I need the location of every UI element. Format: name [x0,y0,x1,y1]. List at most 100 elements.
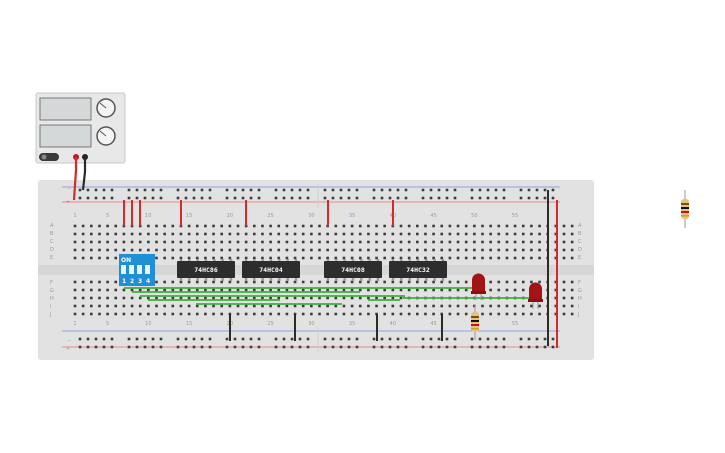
breadboard-hole[interactable] [293,224,297,228]
breadboard-hole[interactable] [355,337,359,341]
breadboard-hole[interactable] [570,224,574,228]
breadboard-hole[interactable] [249,337,253,341]
breadboard-hole[interactable] [535,345,539,349]
breadboard-hole[interactable] [448,248,452,252]
breadboard-hole[interactable] [554,296,558,300]
breadboard-hole[interactable] [195,256,199,260]
breadboard-hole[interactable] [110,337,114,341]
breadboard-hole[interactable] [367,296,370,300]
breadboard-hole[interactable] [176,345,180,349]
breadboard-hole[interactable] [470,188,474,192]
breadboard-hole[interactable] [497,240,501,244]
breadboard-hole[interactable] [350,256,354,260]
breadboard-hole[interactable] [407,304,411,308]
breadboard-hole[interactable] [448,280,452,284]
breadboard-hole[interactable] [86,345,90,349]
breadboard-hole[interactable] [440,288,444,292]
breadboard-hole[interactable] [282,345,286,349]
breadboard-hole[interactable] [73,304,77,308]
breadboard-hole[interactable] [244,312,248,316]
breadboard-hole[interactable] [306,188,310,192]
breadboard-hole[interactable] [171,304,175,308]
breadboard-hole[interactable] [399,240,403,244]
breadboard-hole[interactable] [421,188,425,192]
breadboard-hole[interactable] [90,240,93,244]
breadboard-hole[interactable] [339,345,343,349]
breadboard-hole[interactable] [494,337,498,341]
breadboard-hole[interactable] [404,196,408,200]
breadboard-hole[interactable] [261,240,264,244]
breadboard-hole[interactable] [432,256,435,260]
breadboard-hole[interactable] [481,312,484,316]
breadboard-hole[interactable] [318,240,321,244]
breadboard-hole[interactable] [318,312,321,316]
breadboard-hole[interactable] [407,312,411,316]
breadboard-hole[interactable] [404,345,408,349]
breadboard-hole[interactable] [486,188,490,192]
breadboard-hole[interactable] [228,224,232,228]
breadboard-hole[interactable] [179,288,183,292]
breadboard-hole[interactable] [432,288,435,292]
breadboard-hole[interactable] [383,296,386,300]
breadboard-hole[interactable] [114,224,118,228]
breadboard-hole[interactable] [407,240,411,244]
breadboard-hole[interactable] [114,240,118,244]
breadboard-hole[interactable] [383,304,386,308]
breadboard-hole[interactable] [290,337,294,341]
breadboard-hole[interactable] [200,345,204,349]
breadboard-hole[interactable] [562,296,566,300]
breadboard-hole[interactable] [233,337,237,341]
breadboard-hole[interactable] [440,224,444,228]
breadboard-hole[interactable] [355,188,359,192]
breadboard-hole[interactable] [110,188,114,192]
breadboard-hole[interactable] [437,337,441,341]
breadboard-hole[interactable] [367,240,370,244]
breadboard-hole[interactable] [163,280,166,284]
breadboard-hole[interactable] [464,312,468,316]
breadboard-hole[interactable] [192,188,196,192]
breadboard-hole[interactable] [448,232,452,236]
breadboard-hole[interactable] [570,248,574,252]
breadboard-hole[interactable] [187,296,191,300]
breadboard-hole[interactable] [562,256,566,260]
breadboard-hole[interactable] [301,240,305,244]
breadboard-hole[interactable] [212,232,215,236]
breadboard-hole[interactable] [151,188,155,192]
breadboard-hole[interactable] [257,188,261,192]
breadboard-hole[interactable] [570,256,574,260]
breadboard-hole[interactable] [323,337,327,341]
breadboard-hole[interactable] [367,304,370,308]
breadboard-hole[interactable] [424,280,427,284]
breadboard-hole[interactable] [383,240,386,244]
breadboard-hole[interactable] [277,232,281,236]
breadboard-hole[interactable] [90,280,93,284]
breadboard-hole[interactable] [228,256,232,260]
breadboard-hole[interactable] [432,232,435,236]
breadboard-hole[interactable] [355,345,359,349]
breadboard-hole[interactable] [98,304,101,308]
breadboard-hole[interactable] [261,312,264,316]
breadboard-hole[interactable] [326,304,329,308]
breadboard-hole[interactable] [253,280,256,284]
breadboard-hole[interactable] [301,296,305,300]
breadboard-hole[interactable] [350,240,354,244]
breadboard-hole[interactable] [130,288,134,292]
breadboard-hole[interactable] [432,304,435,308]
breadboard-hole[interactable] [106,280,109,284]
breadboard-hole[interactable] [73,224,77,228]
breadboard-hole[interactable] [372,337,376,341]
breadboard-hole[interactable] [106,296,109,300]
breadboard-hole[interactable] [81,280,85,284]
breadboard-hole[interactable] [163,240,166,244]
breadboard-hole[interactable] [375,288,378,292]
breadboard-hole[interactable] [147,288,150,292]
breadboard-hole[interactable] [195,232,199,236]
breadboard-hole[interactable] [138,304,142,308]
breadboard-hole[interactable] [456,280,460,284]
breadboard-hole[interactable] [184,345,188,349]
breadboard-hole[interactable] [448,256,452,260]
breadboard-hole[interactable] [562,224,566,228]
breadboard-hole[interactable] [253,296,256,300]
breadboard-hole[interactable] [200,188,204,192]
breadboard-hole[interactable] [530,280,533,284]
